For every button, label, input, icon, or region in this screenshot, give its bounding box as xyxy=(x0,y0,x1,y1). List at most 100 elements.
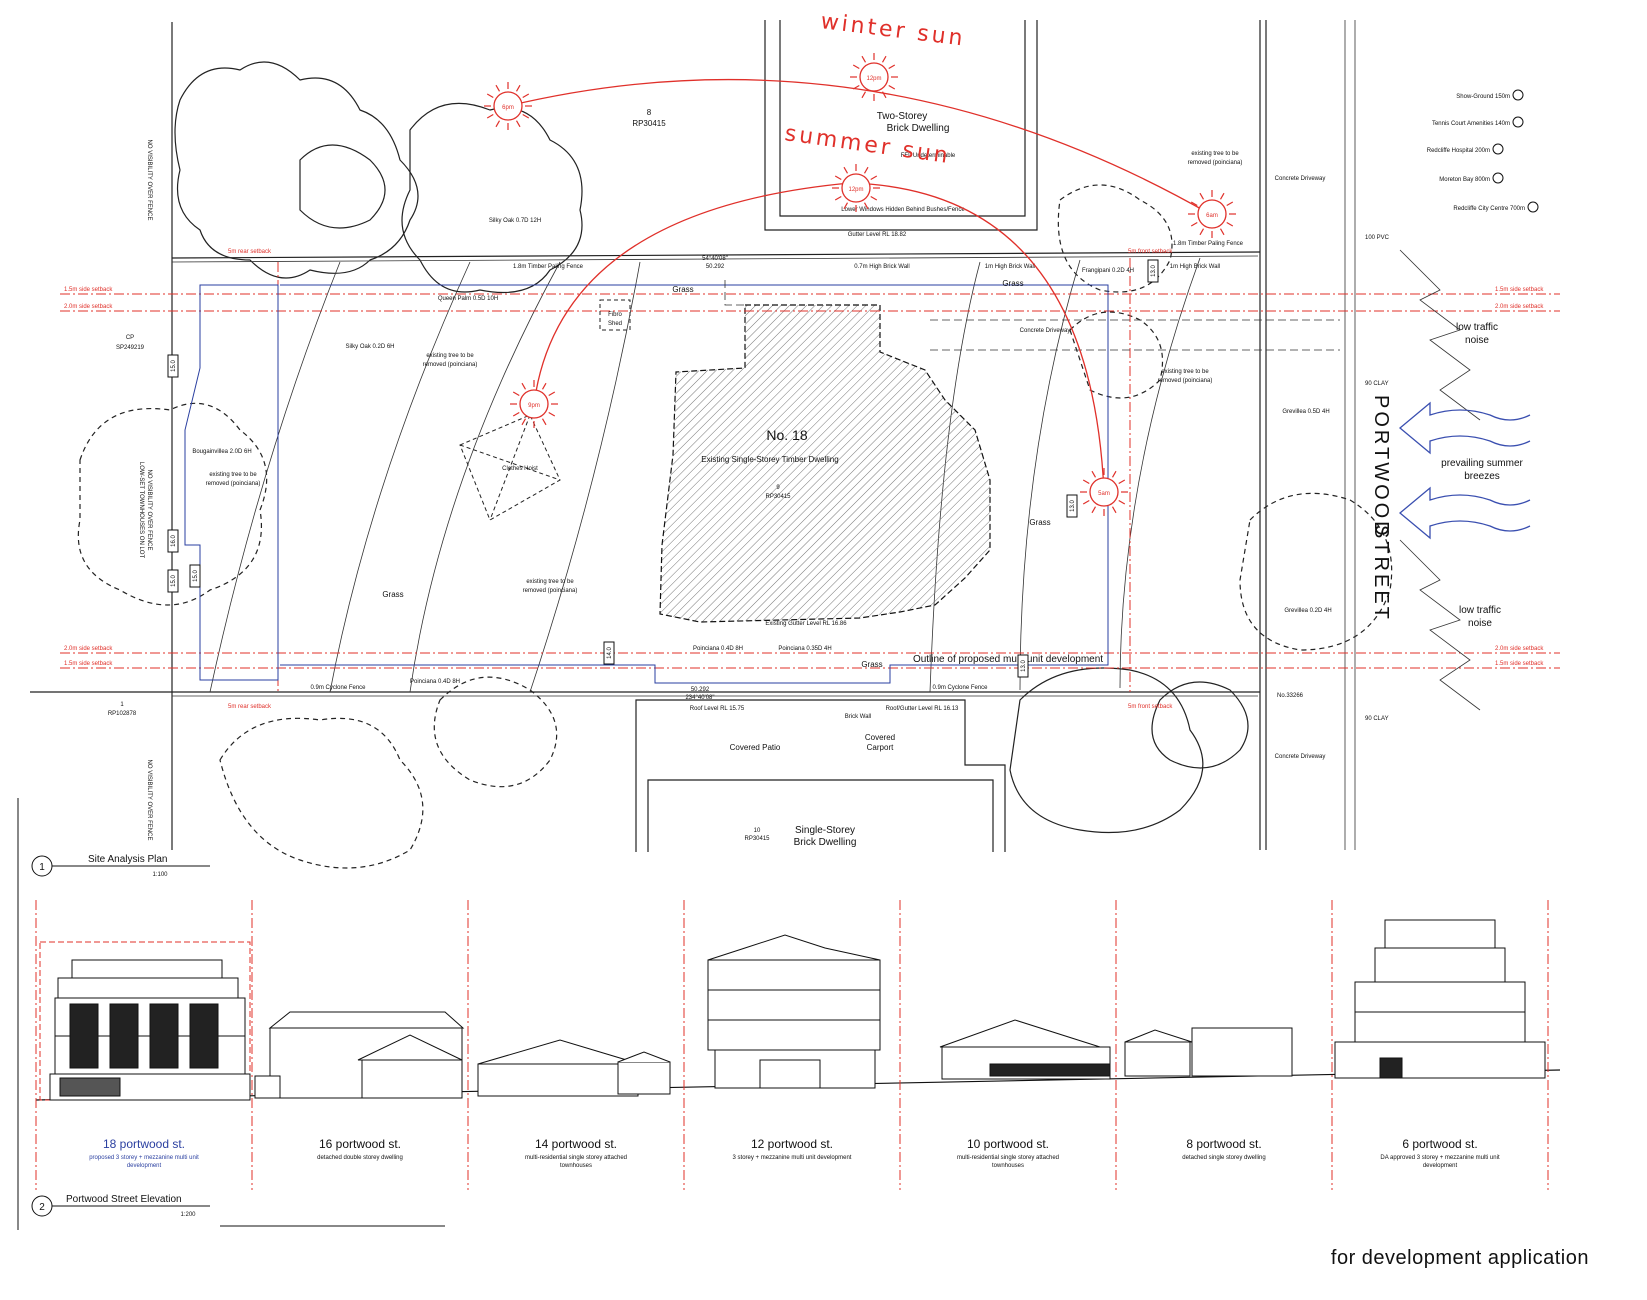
dimension-label: 14.0 xyxy=(607,647,613,659)
wind-arrow-upper xyxy=(1398,401,1531,455)
concrete-driveway-label-north: Concrete Driveway xyxy=(1275,176,1326,182)
lot-ref-number: 9 xyxy=(776,485,780,491)
dimension-label: 13.0 xyxy=(1151,265,1157,277)
north-lot-number: 8 xyxy=(647,108,652,117)
elevation-address: 18 portwood st. xyxy=(103,1137,185,1151)
low-traffic-label-top: low traffic xyxy=(1456,322,1498,333)
svg-text:0.9m Cyclone Fence: 0.9m Cyclone Fence xyxy=(932,685,988,691)
dimension-label: 15.0 xyxy=(193,570,199,582)
breezes-label: prevailing summer xyxy=(1441,458,1523,469)
north-dwelling-type: Brick Dwelling xyxy=(887,123,950,134)
svg-text:removed (poinciana): removed (poinciana) xyxy=(1158,378,1213,384)
sun-icon: 9pm xyxy=(510,380,558,428)
svg-text:50.292: 50.292 xyxy=(691,687,710,693)
compass-icon xyxy=(1512,116,1524,128)
svg-text:54°40'08": 54°40'08" xyxy=(702,256,728,262)
svg-text:234°40'08": 234°40'08" xyxy=(685,695,714,701)
low-traffic-label-bottom-2: noise xyxy=(1468,618,1492,629)
covered-carport-label-2: Carport xyxy=(867,743,894,752)
svg-text:removed (poinciana): removed (poinciana) xyxy=(206,481,261,487)
elevation-description: townhouses xyxy=(992,1163,1024,1169)
existing-dwelling-footprint xyxy=(659,304,991,623)
sun-icon: 12pm xyxy=(832,164,880,212)
svg-text:Poinciana 0.4D 8H: Poinciana 0.4D 8H xyxy=(693,646,743,652)
svg-text:Poinciana 0.35D 4H: Poinciana 0.35D 4H xyxy=(778,646,831,652)
low-traffic-label-bottom: low traffic xyxy=(1459,605,1501,616)
front-setback-bottom: 5m front setback xyxy=(1128,704,1173,710)
svg-text:50.292: 50.292 xyxy=(706,264,725,270)
plan-labels: Grass Grass Grass Grass Grass Silky Oak … xyxy=(108,140,1390,841)
amenity-moreton-bay: Moreton Bay 800m xyxy=(1439,177,1490,183)
street-name: PORTWOOD xyxy=(1370,395,1392,539)
side-setback-20-left: 2.0m side setback xyxy=(64,304,113,310)
svg-text:NO VISIBILITY OVER FENCE: NO VISIBILITY OVER FENCE xyxy=(146,470,152,551)
svg-text:0.7m High Brick Wall: 0.7m High Brick Wall xyxy=(854,264,909,270)
svg-text:Grass: Grass xyxy=(1002,279,1023,288)
elevation-10 xyxy=(939,1019,1111,1080)
svg-text:RP102878: RP102878 xyxy=(108,711,137,717)
dimension-label: 16.0 xyxy=(171,535,177,547)
elevation-description: detached single storey dwelling xyxy=(1182,1155,1265,1161)
elevation-description: detached double storey dwelling xyxy=(317,1155,403,1161)
svg-text:1m High Brick Wall: 1m High Brick Wall xyxy=(985,264,1035,270)
svg-text:Brick Wall: Brick Wall xyxy=(845,714,871,720)
svg-text:Grass: Grass xyxy=(1029,518,1050,527)
dimension-markers: 15.015.016.013.013.014.013.015.0 xyxy=(167,259,1159,678)
compass-icon xyxy=(1527,201,1539,213)
site-objects: Fibro Shed Clothes Hoist xyxy=(459,299,631,521)
rear-setback-top: 5m rear setback xyxy=(228,249,272,255)
svg-text:existing tree to be: existing tree to be xyxy=(526,579,574,585)
svg-text:existing tree to be: existing tree to be xyxy=(1161,369,1209,375)
svg-text:CP: CP xyxy=(126,335,134,341)
svg-text:100 PVC: 100 PVC xyxy=(1365,235,1390,241)
setback-lines: 5m rear setback 5m rear setback 5m front… xyxy=(60,249,1560,710)
ffl-label: FFL Undeterminable xyxy=(901,153,956,159)
svg-text:Shed: Shed xyxy=(608,321,622,327)
elevation-address: 14 portwood st. xyxy=(535,1137,617,1151)
svg-text:Site Analysis Plan: Site Analysis Plan xyxy=(88,854,168,865)
street-name-2: STREET xyxy=(1370,525,1392,622)
svg-text:90 CLAY: 90 CLAY xyxy=(1365,381,1389,387)
elevation-title: Portwood Street Elevation xyxy=(66,1194,182,1205)
svg-text:existing tree to be: existing tree to be xyxy=(1191,151,1239,157)
concrete-driveway-label: Concrete Driveway xyxy=(1020,328,1071,334)
plan-title: 1 Site Analysis Plan 1:100 xyxy=(31,854,210,878)
svg-text:1.8m Timber Paling Fence: 1.8m Timber Paling Fence xyxy=(1173,241,1244,247)
dwelling-label: Existing Single-Storey Timber Dwelling xyxy=(701,455,838,464)
elevation-description: development xyxy=(1423,1163,1458,1169)
svg-text:existing tree to be: existing tree to be xyxy=(209,472,257,478)
side-setback-15-left-bottom: 1.5m side setback xyxy=(64,661,113,667)
svg-text:1: 1 xyxy=(39,862,45,873)
svg-text:Bougainvillea 2.0D 6H: Bougainvillea 2.0D 6H xyxy=(192,449,251,455)
amenities-list: Show-Ground 150m Tennis Court Amenities … xyxy=(1427,89,1539,213)
property-boundaries xyxy=(30,20,1356,850)
dimension-label: 13.0 xyxy=(1021,660,1027,672)
gutter-north-label: Gutter Level RL 18.82 xyxy=(848,232,907,238)
compass-icon xyxy=(1512,89,1524,101)
north-dwelling-label: Two-Storey xyxy=(877,111,928,122)
svg-text:1:100: 1:100 xyxy=(152,872,168,878)
side-setback-15-left: 1.5m side setback xyxy=(64,287,113,293)
lot-number: No. 18 xyxy=(766,427,807,443)
sun-time-label: 6am xyxy=(1206,213,1218,219)
elevation-12 xyxy=(707,934,881,1089)
svg-text:Grevillea 0.2D 4H: Grevillea 0.2D 4H xyxy=(1284,608,1331,614)
south-dwelling-label: Single-Storey xyxy=(795,825,855,836)
breezes-label-2: breezes xyxy=(1464,471,1500,482)
svg-text:1m High Brick Wall: 1m High Brick Wall xyxy=(1170,264,1220,270)
elevation-description: townhouses xyxy=(560,1163,592,1169)
compass-icon xyxy=(1492,172,1504,184)
front-setback-top: 5m front setback xyxy=(1128,249,1173,255)
svg-text:NO VISIBILITY OVER FENCE: NO VISIBILITY OVER FENCE xyxy=(146,760,152,841)
south-neighbour-building: Covered Patio Covered Carport Single-Sto… xyxy=(635,699,1006,852)
elevation-address: 16 portwood st. xyxy=(319,1137,401,1151)
elevation-description: proposed 3 storey + mezzanine multi unit xyxy=(89,1155,199,1161)
svg-text:LOW-SET TOWNHOUSES ON LOT: LOW-SET TOWNHOUSES ON LOT xyxy=(138,462,144,559)
concrete-driveway-label-south: Concrete Driveway xyxy=(1275,754,1326,760)
sun-time-label: 5am xyxy=(1098,491,1110,497)
svg-text:Queen Palm 0.5D 10H: Queen Palm 0.5D 10H xyxy=(438,296,498,302)
elevation-description: multi-residential single storey attached xyxy=(525,1155,627,1161)
elevation-address: 8 portwood st. xyxy=(1186,1137,1261,1151)
svg-text:1.8m Timber Paling Fence: 1.8m Timber Paling Fence xyxy=(513,264,584,270)
